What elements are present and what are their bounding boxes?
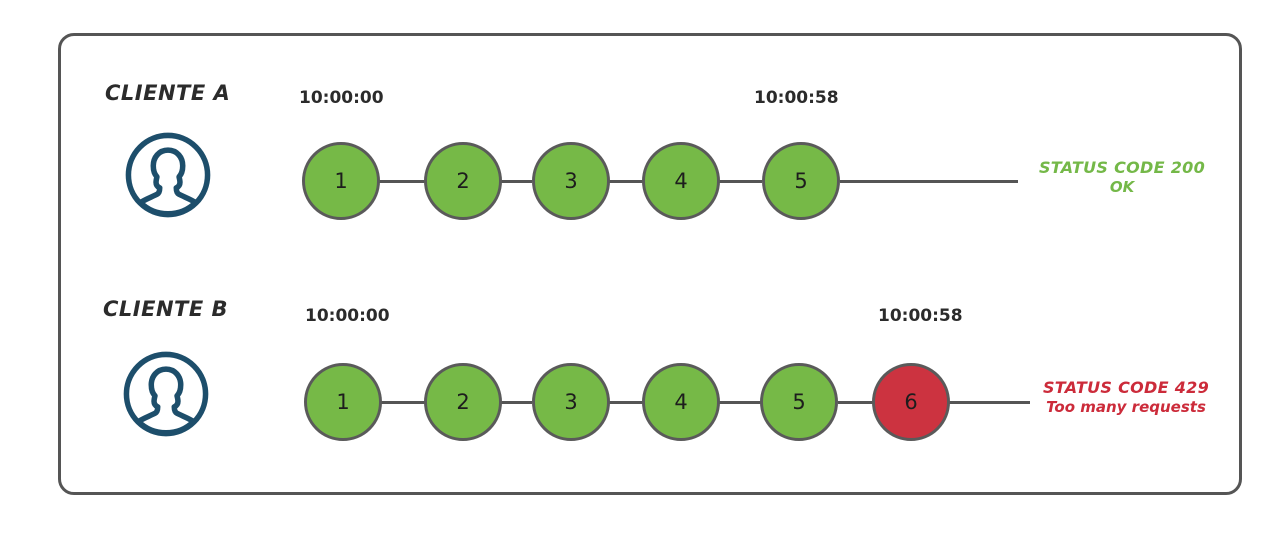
request-node-label: 3 xyxy=(564,389,578,414)
status-message-text: OK xyxy=(1109,178,1135,196)
request-node-label: 1 xyxy=(334,168,348,193)
link-line xyxy=(378,180,428,183)
user-avatar-icon xyxy=(120,348,212,440)
link-line xyxy=(602,401,644,404)
status-badge-a: STATUS CODE 200 OK xyxy=(1022,158,1222,197)
link-line xyxy=(490,401,532,404)
timestamp-start-a: 10:00:00 xyxy=(299,88,384,108)
client-label-a: CLIENTE A xyxy=(105,81,231,105)
request-node[interactable]: 5 xyxy=(762,142,840,220)
request-node-label: 5 xyxy=(792,389,806,414)
client-label-b: CLIENTE B xyxy=(103,297,229,321)
request-node[interactable]: 2 xyxy=(424,363,502,441)
request-node-label: 4 xyxy=(674,168,688,193)
request-node-label: 3 xyxy=(564,168,578,193)
link-line xyxy=(838,401,880,404)
request-node-rate-limited[interactable]: 6 xyxy=(872,363,950,441)
status-badge-b: STATUS CODE 429 Too many requests xyxy=(1026,378,1226,417)
request-node[interactable]: 2 xyxy=(424,142,502,220)
request-node[interactable]: 5 xyxy=(760,363,838,441)
link-line-tail xyxy=(840,180,1018,183)
link-line xyxy=(602,180,644,183)
request-node[interactable]: 3 xyxy=(532,363,610,441)
request-node-label: 6 xyxy=(904,389,918,414)
request-node-label: 1 xyxy=(336,389,350,414)
timestamp-start-b: 10:00:00 xyxy=(305,306,390,326)
request-node[interactable]: 3 xyxy=(532,142,610,220)
link-line xyxy=(714,180,762,183)
request-node-label: 2 xyxy=(456,168,470,193)
request-node-label: 5 xyxy=(794,168,808,193)
user-avatar-icon xyxy=(122,129,214,221)
request-node[interactable]: 4 xyxy=(642,363,720,441)
link-line xyxy=(490,180,532,183)
link-line xyxy=(380,401,428,404)
request-node[interactable]: 4 xyxy=(642,142,720,220)
request-node[interactable]: 1 xyxy=(304,363,382,441)
request-node-label: 4 xyxy=(674,389,688,414)
status-code-text: STATUS CODE 200 xyxy=(1038,158,1206,177)
status-message-text: Too many requests xyxy=(1046,398,1206,416)
request-node-label: 2 xyxy=(456,389,470,414)
link-line xyxy=(714,401,762,404)
status-code-text: STATUS CODE 429 xyxy=(1042,378,1210,397)
timestamp-end-b: 10:00:58 xyxy=(878,306,963,326)
link-line-tail xyxy=(948,401,1030,404)
request-node[interactable]: 1 xyxy=(302,142,380,220)
timestamp-end-a: 10:00:58 xyxy=(754,88,839,108)
